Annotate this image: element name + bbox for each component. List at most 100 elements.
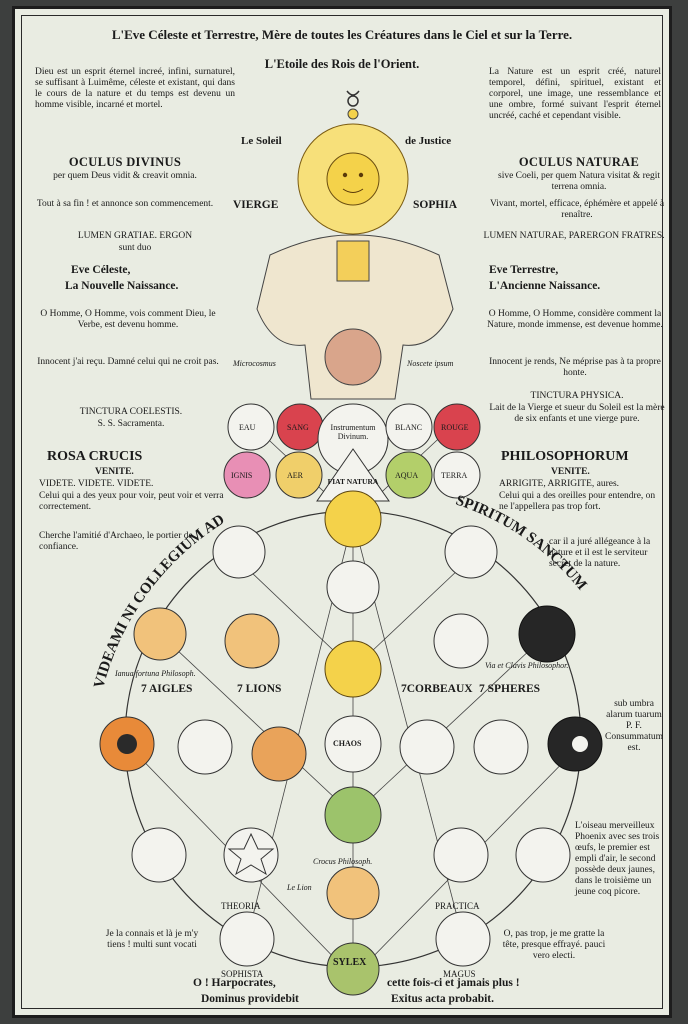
arrigite: ARRIGITE, ARRIGITE, aures. [499, 479, 620, 489]
tinctura-physica: TINCTURA PHYSICA. [530, 391, 624, 401]
circle-ignis [223, 451, 271, 499]
sun-2 [324, 490, 382, 548]
sun-symbol [347, 108, 359, 120]
nouvelle-naissance: La Nouvelle Naissance. [65, 280, 179, 292]
label-clavis: Via et Clavis Philosophor. [485, 661, 569, 670]
alchemical-diagram: VIDEAMI NI COLLEGIUM AD SPIRITUM SANCTUM [91, 90, 603, 996]
rosa-crucis: ROSA CRUCIS [47, 449, 143, 464]
label-ianua: Ianua fortuna Philosoph. [115, 669, 196, 678]
left-yeux: Celui qui a des yeux pour voir, peut voi… [39, 491, 224, 512]
planet-circle-left [212, 525, 266, 579]
left-innocent: Innocent j'ai reçu. Damné celui qui ne c… [37, 357, 219, 367]
label-aigles: 7 AIGLES [141, 683, 193, 695]
page-title: L'Eve Céleste et Terrestre, Mère de tout… [111, 27, 573, 42]
rebis-circle [433, 827, 489, 883]
right-intro: La Nature est un esprit créé, naturel te… [489, 67, 661, 121]
oculus-naturae: OCULUS NATURAE [518, 155, 640, 169]
label-eau: EAU [239, 423, 256, 432]
circle-aqua [385, 451, 433, 499]
trees-circle [131, 827, 187, 883]
dark-sphere [518, 605, 576, 663]
label-justice: de Justice [405, 135, 452, 147]
label-rouge: ROUGE [441, 423, 469, 432]
empty-circle-left [177, 719, 233, 775]
label-terra: TERRA [441, 471, 468, 480]
lumen-naturae: LUMEN NATURAE, PARERGON FRATRES. [483, 231, 665, 241]
engraving-plate: VIDEAMI NI COLLEGIUM AD SPIRITUM SANCTUM… [12, 6, 672, 1018]
tinctura-coelestis: TINCTURA COELESTIS. [79, 407, 183, 417]
right-venite: VENITE. [551, 467, 590, 477]
label-sophista: SOPHISTA [221, 969, 264, 979]
left-homme: O Homme, O Homme, vois comment Dieu, le … [40, 309, 216, 330]
star-circle [223, 827, 279, 883]
oculus-divinus: OCULUS DIVINUS [68, 155, 182, 169]
videte: VIDETE. VIDETE. VIDETE. [39, 479, 154, 489]
label-vierge: VIERGE [233, 199, 279, 211]
sun-head [297, 123, 409, 235]
right-pas: O, pas trop, je me gratte la tête, presq… [502, 929, 606, 961]
right-vivant: Vivant, mortel, efficace, éphémère et ap… [489, 199, 665, 220]
sun-3 [324, 640, 382, 698]
left-cherche: Cherche l'amitié d'Archaeo, le portier d… [39, 531, 193, 552]
circle-terra [433, 451, 481, 499]
bottom-harpocrates: O ! Harpocrates, [193, 977, 276, 989]
label-sylex: SYLEX [333, 957, 367, 968]
skeleton-circle [444, 525, 498, 579]
fruit-circle [473, 719, 529, 775]
lumen-gratiae-sub: sunt duo [118, 243, 152, 253]
crocus-circle [326, 866, 380, 920]
label-spheres: 7 SPHERES [479, 683, 541, 695]
oculus-naturae-sub: sive Coeli, per quem Natura visitat & re… [498, 171, 660, 192]
oculus-divinus-sub: per quem Deus vidit & creavit omnia. [53, 171, 197, 181]
label-fiat: FIAT NATURA [327, 477, 379, 486]
right-homme: O Homme, O Homme, considère comment la N… [487, 309, 663, 330]
green-circle [324, 786, 382, 844]
human-figure [256, 234, 454, 400]
chaos-circle [324, 715, 382, 773]
circle-aer [275, 451, 323, 499]
bottom-exitus: Exitus acta probabit. [391, 993, 494, 1005]
label-aer: AER [287, 471, 303, 480]
label-sophia: SOPHIA [413, 199, 458, 211]
right-umbra: sub umbra alarum tuarum P. F. Consummatu… [605, 699, 664, 753]
inner-frame [21, 15, 663, 1009]
circle-rouge [433, 403, 481, 451]
bottom-cette-fois: cette fois-ci et jamais plus ! [387, 977, 520, 989]
label-crocus: Crocus Philosoph. [313, 857, 373, 866]
eve-terrestre: Eve Terrestre, [489, 264, 559, 276]
phoenix-circle [515, 827, 571, 883]
label-magus: MAGUS [443, 969, 476, 979]
sacramenta: S. S. Sacramenta. [97, 419, 165, 429]
left-intro: Dieu est un esprit éternel increé, infin… [35, 67, 235, 110]
label-chaos: CHAOS [333, 739, 362, 748]
theoria-circle [219, 911, 275, 967]
right-oreilles: Celui qui a des oreilles pour entendre, … [499, 491, 656, 512]
label-corbeaux: 7CORBEAUX [401, 683, 473, 695]
sylex-circle [326, 942, 380, 996]
label-practica: PRACTICA [435, 901, 480, 911]
right-jure: car il a juré allégeance à la nature et … [549, 537, 651, 569]
label-theoria: THEORIA [221, 901, 261, 911]
label-noscete: Noscete ipsum [407, 359, 454, 368]
label-le-lion: Le Lion [287, 883, 312, 892]
eve-celeste: Eve Céleste, [71, 264, 131, 276]
mercurius-circle [433, 613, 489, 669]
bottom-dominus: Dominus providebit [201, 993, 299, 1005]
sulphur-circle [224, 613, 280, 669]
label-sang: SANG [287, 423, 309, 432]
mercury-symbol [346, 90, 360, 96]
label-blanc: BLANC [395, 423, 423, 432]
label-microcosmus: Microcosmus [233, 359, 276, 368]
philosophorum: PHILOSOPHORUM [501, 449, 629, 464]
circle-blanc [385, 403, 433, 451]
lantern-icon [336, 240, 370, 282]
left-venite: VENITE. [95, 467, 134, 477]
left-connais: Je la connais et là je m'y tiens ! multi… [105, 929, 199, 950]
label-aqua: AQUA [395, 471, 419, 480]
moon-circle [326, 560, 380, 614]
left-tout: Tout à sa fin ! et annonce son commencem… [36, 199, 214, 209]
ancienne-naissance: L'Ancienne Naissance. [489, 280, 601, 292]
circle-eau [227, 403, 275, 451]
archeus-circle [251, 726, 307, 782]
right-phoenix: L'oiseau merveilleux Phoenix avec ses tr… [575, 821, 660, 897]
